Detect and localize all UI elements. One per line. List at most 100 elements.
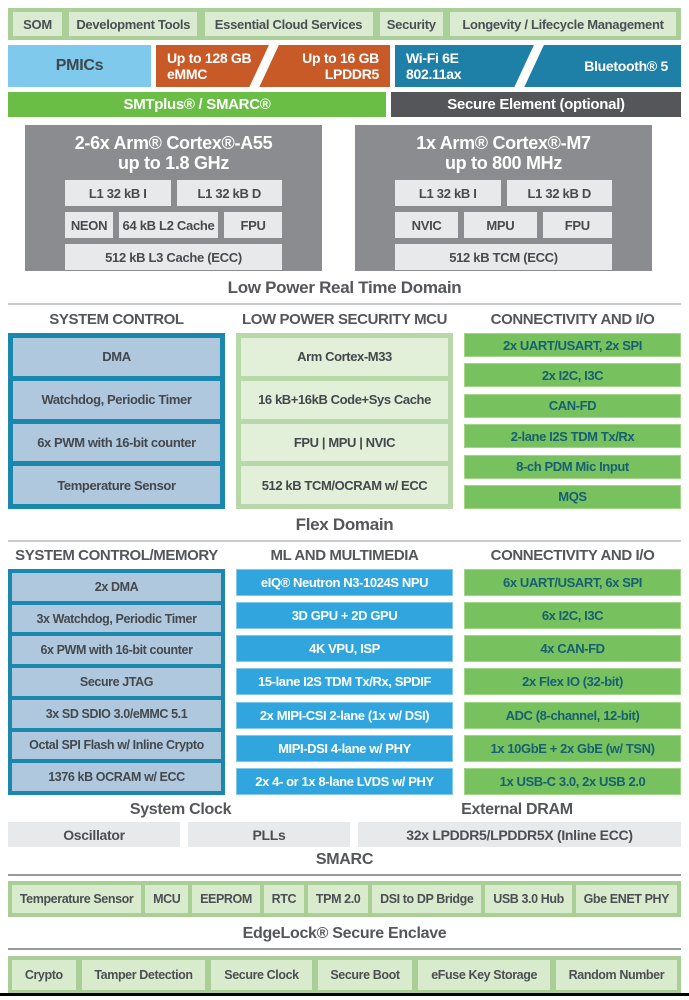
feature-som: SOM xyxy=(13,12,62,36)
cpu-units-row: NEON 64 kB L2 Cache FPU xyxy=(65,212,282,239)
feature-security: Security xyxy=(379,12,443,36)
edgelock-item: eFuse Key Storage xyxy=(418,960,550,990)
ml-multimedia-header: ML AND MULTIMEDIA xyxy=(270,547,419,564)
fpu-box: FPU xyxy=(542,212,612,239)
cpu-title: 2-6x Arm® Cortex®-A55 up to 1.8 GHz xyxy=(65,133,282,173)
memory-block: Up to 128 GB eMMC Up to 16 GB LPDDR5 xyxy=(156,45,390,87)
ml-multimedia-item: 2x 4- or 1x 8-lane LVDS w/ PHY xyxy=(236,767,453,795)
security-mcu-item: 16 kB+16kB Code+Sys Cache xyxy=(241,380,448,419)
wifi-line2: 802.11ax xyxy=(406,66,462,83)
ml-multimedia-item: MIPI-DSI 4-lane w/ PHY xyxy=(236,734,453,762)
low-power-realtime-domain-caption: Low Power Real Time Domain xyxy=(227,278,462,297)
system-control-memory-item: Secure JTAG xyxy=(12,668,221,696)
connectivity-io-column: 6x UART/USART, 6x SPI 6x I2C, I3C 4x CAN… xyxy=(464,569,681,795)
connectivity-item: MQS xyxy=(464,484,681,509)
smarc-item: TPM 2.0 xyxy=(308,885,369,913)
ml-multimedia-item: 2x MIPI-CSI 2-lane (1x w/ DSI) xyxy=(236,701,453,729)
system-control-item: DMA xyxy=(13,338,220,376)
smarc-item: Gbe ENET PHY xyxy=(575,885,677,913)
l1-icache-box: L1 32 kB I xyxy=(395,180,501,207)
smarc-caption: SMARC xyxy=(315,851,374,868)
system-control-memory-item: 3x SD SDIO 3.0/eMMC 5.1 xyxy=(12,699,221,728)
security-mcu-column: Arm Cortex-M33 16 kB+16kB Code+Sys Cache… xyxy=(236,333,453,509)
smarc-band: Temperature Sensor MCU EEPROM RTC TPM 2.… xyxy=(8,881,681,917)
system-control-memory-item: 2x DMA xyxy=(12,573,221,601)
connectivity-io-item: 2x Flex IO (32-bit) xyxy=(464,668,681,696)
lpddr5-line2: LPDDR5 xyxy=(324,65,380,82)
feature-essential-cloud-services: Essential Cloud Services xyxy=(204,12,373,36)
plls-box: PLLs xyxy=(188,822,350,847)
system-control-item: Temperature Sensor xyxy=(13,466,220,504)
connectivity-header: CONNECTIVITY AND I/O xyxy=(490,311,655,328)
module-row: SMTplus® / SMARC® Secure Element (option… xyxy=(8,92,681,117)
slash-divider-icon xyxy=(247,45,280,87)
system-control-column: DMA Watchdog, Periodic Timer 6x PWM with… xyxy=(8,333,225,509)
slash-divider-icon xyxy=(512,45,545,87)
hardware-row: PMICs Up to 128 GB eMMC Up to 16 GB LPDD… xyxy=(8,45,681,87)
connectivity-io-item: 4x CAN-FD xyxy=(464,635,681,663)
main-domain-section: SYSTEM CONTROL/MEMORY ML AND MULTIMEDIA … xyxy=(8,546,681,795)
feature-longevity-lifecycle: Longevity / Lifecycle Management xyxy=(450,12,676,36)
edgelock-item: Secure Boot xyxy=(317,960,413,990)
system-control-header: SYSTEM CONTROL xyxy=(49,311,184,328)
connectivity-item: 2x I2C, I3C xyxy=(464,363,681,388)
system-clock-header: System Clock xyxy=(129,801,232,818)
system-control-memory-item: 3x Watchdog, Periodic Timer xyxy=(12,604,221,633)
connectivity-io-header: CONNECTIVITY AND I/O xyxy=(490,547,655,564)
section-divider xyxy=(8,874,681,876)
connectivity-io-item: 1x USB-C 3.0, 2x USB 2.0 xyxy=(464,767,681,795)
fpu-box: FPU xyxy=(224,212,282,239)
connectivity-io-item: 1x 10GbE + 2x GbE (w/ TSN) xyxy=(464,734,681,762)
cortex-a55-block: 2-6x Arm® Cortex®-A55 up to 1.8 GHz L1 3… xyxy=(25,125,322,271)
edgelock-caption: EdgeLock® Secure Enclave xyxy=(242,925,447,942)
cpu-title-line2: up to 1.8 GHz xyxy=(117,153,230,174)
cpu-row: 2-6x Arm® Cortex®-A55 up to 1.8 GHz L1 3… xyxy=(8,125,681,271)
section-divider xyxy=(8,948,681,950)
system-control-item: 6x PWM with 16-bit counter xyxy=(13,423,220,462)
feature-development-tools: Development Tools xyxy=(69,12,198,36)
edgelock-item: Secure Clock xyxy=(211,960,312,990)
wireless-block: Wi-Fi 6E 802.11ax Bluetooth® 5 xyxy=(395,45,681,87)
l1-icache-box: L1 32 kB I xyxy=(65,180,171,207)
system-control-memory-item: Octal SPI Flash w/ Inline Crypto xyxy=(12,731,221,760)
bluetooth-label: Bluetooth® 5 xyxy=(584,57,668,74)
connectivity-item: 2x UART/USART, 2x SPI xyxy=(464,333,681,357)
nvic-box: NVIC xyxy=(395,212,459,239)
cpu-title: 1x Arm® Cortex®-M7 up to 800 MHz xyxy=(395,133,612,173)
smarc-item: MCU xyxy=(145,885,189,913)
security-mcu-item: FPU | MPU | NVIC xyxy=(241,423,448,462)
l3-cache-box: 512 kB L3 Cache (ECC) xyxy=(65,244,282,271)
ml-multimedia-item: eIQ® Neutron N3-1024S NPU xyxy=(236,569,453,596)
connectivity-io-item: 6x I2C, I3C xyxy=(464,602,681,630)
cpu-cache-row: L1 32 kB I L1 32 kB D xyxy=(395,180,612,207)
system-control-item: Watchdog, Periodic Timer xyxy=(13,380,220,419)
smarc-item: Temperature Sensor xyxy=(12,885,142,913)
cpu-title-line1: 2-6x Arm® Cortex®-A55 xyxy=(74,133,273,153)
system-control-memory-column: 2x DMA 3x Watchdog, Periodic Timer 6x PW… xyxy=(8,569,225,795)
connectivity-item: 8-ch PDM Mic Input xyxy=(464,454,681,479)
cpu-title-line1: 1x Arm® Cortex®-M7 xyxy=(416,133,591,153)
l2-cache-box: 64 kB L2 Cache xyxy=(119,212,218,239)
system-control-memory-item: 1376 kB OCRAM w/ ECC xyxy=(12,763,221,792)
edgelock-band: Crypto Tamper Detection Secure Clock Sec… xyxy=(8,956,681,994)
connectivity-io-item: ADC (8-channel, 12-bit) xyxy=(464,701,681,729)
wifi-label: Wi-Fi 6E 802.11ax xyxy=(406,50,462,83)
cpu-title-line2: up to 800 MHz xyxy=(444,153,563,174)
cpu-cache-row: L1 32 kB I L1 32 kB D xyxy=(65,180,282,207)
clock-dram-headers: System Clock External DRAM xyxy=(8,801,681,819)
lpddr5-line1: Up to 16 GB xyxy=(302,49,379,66)
oscillator-box: Oscillator xyxy=(8,822,180,847)
pmics-block: PMICs xyxy=(8,45,151,87)
emmc-line2: eMMC xyxy=(167,66,208,83)
connectivity-io-item: 6x UART/USART, 6x SPI xyxy=(464,569,681,596)
secure-element-block: Secure Element (optional) xyxy=(391,92,681,117)
system-control-memory-item: 6x PWM with 16-bit counter xyxy=(12,636,221,665)
lpddr5-label: Up to 16 GB LPDDR5 xyxy=(302,50,379,82)
edgelock-item: Tamper Detection xyxy=(81,960,206,990)
cpu-tcm-row: 512 kB TCM (ECC) xyxy=(395,244,612,271)
external-dram-header: External DRAM xyxy=(461,801,573,818)
l1-dcache-box: L1 32 kB D xyxy=(506,180,612,207)
edgelock-item: Crypto xyxy=(12,960,76,990)
smarc-item: EEPROM xyxy=(192,885,260,913)
